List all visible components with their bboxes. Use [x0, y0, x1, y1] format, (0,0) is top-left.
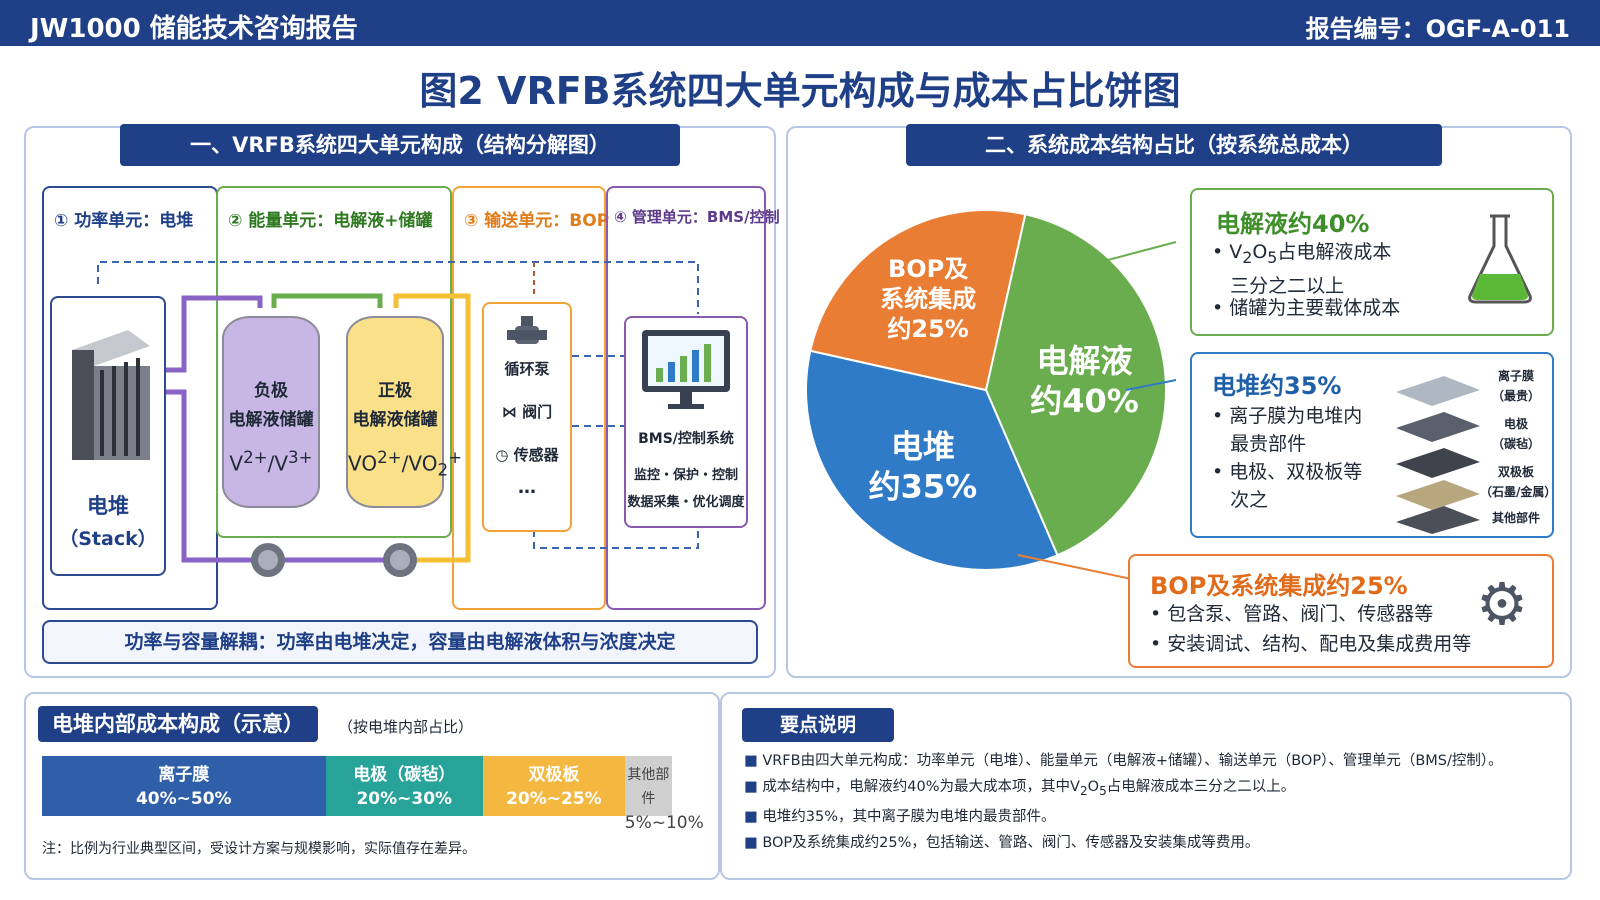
stack-cost-subtitle: （按电堆内部占比） — [338, 718, 474, 736]
layer-label-bipolar: 双极板（石墨/金属） — [1480, 465, 1557, 499]
bop-unit-frame: ③ 输送单元：BOP — [452, 186, 610, 610]
layer-label-other: 其他部件 — [1491, 511, 1540, 525]
bms-box: BMS/控制系统 监控・保护・控制 数据采集・优化调度 — [624, 316, 748, 528]
key-points-list: VRFB由四大单元构成：功率单元（电堆）、能量单元（电解液+储罐）、输送单元（B… — [744, 748, 1503, 856]
bop-unit-label: ③ 输送单元：BOP — [464, 211, 610, 231]
key-point-1: VRFB由四大单元构成：功率单元（电堆）、能量单元（电解液+储罐）、输送单元（B… — [744, 748, 1502, 774]
valve-icon: ⋈ — [501, 403, 517, 421]
bms-function-1: 监控・保护・控制 — [633, 468, 738, 483]
pie-slice-0 — [984, 213, 1167, 557]
electrolyte-callout: 电解液约40% • V2O5占电解液成本 三分之二以上 • 储罐为主要载体成本 — [1190, 188, 1554, 336]
stack-cost-segment-range: 5%~10% — [624, 813, 704, 833]
management-unit-label: ④ 管理单元：BMS/控制 — [614, 208, 780, 226]
energy-link-pipe — [271, 293, 383, 308]
negative-tank-ions: V2+/V3+ — [229, 448, 313, 476]
cost-panel-title: 二、系统成本结构占比（按系统总成本） — [906, 124, 1442, 166]
stack-cost-segment-label: 离子膜 — [158, 765, 210, 785]
valve-label: 阀门 — [522, 403, 553, 421]
bms-function-2: 数据采集・优化调度 — [627, 495, 745, 510]
bop-bullet-2: • 安装调试、结构、配电及集成费用等 — [1150, 633, 1472, 655]
stack-bullet-1: • 离子膜为电堆内 最贵部件 — [1212, 405, 1363, 455]
positive-loop-pipe — [393, 293, 471, 563]
pie-slice-2 — [809, 209, 1027, 392]
energy-unit-label: ② 能量单元：电解液+储罐 — [228, 211, 433, 231]
layer-labels: 离子膜（最贵） 电极（碳毡） 双极板（石墨/金属） 其他部件 — [1480, 366, 1557, 528]
stack-box: 电堆 （Stack） — [50, 296, 166, 576]
stack-label: 电堆 — [87, 494, 129, 518]
power-unit-label: ① 功率单元：电堆 — [54, 211, 194, 231]
stack-layers-icon — [1396, 376, 1480, 534]
circulation-pump-icon — [507, 316, 547, 344]
key-point-4: BOP及系统集成约25%，包括输送、管路、阀门、传感器及安装集成等费用。 — [744, 830, 1503, 856]
stack-sublabel: （Stack） — [59, 528, 157, 550]
control-signal-line-bottom — [533, 520, 699, 549]
flask-icon — [1468, 214, 1532, 304]
sensor-icon: ◷ — [495, 446, 509, 464]
pie-label-0: 电解液约40% — [1030, 342, 1139, 420]
stack-cost-bar: 离子膜 40%~50% 电极（碳毡） 20%~30% 双极板 20%~25% 其他部件 5%~… — [42, 756, 704, 833]
stack-cost-note: 注：比例为行业典型区间，受设计方案与规模影响，实际值存在差异。 — [42, 841, 476, 857]
positive-tank: 正极 电解液储罐 VO2+/VO2+ — [346, 316, 463, 508]
stack-cost-segment-range: 40%~50% — [135, 789, 232, 809]
pie-slice-1 — [805, 349, 1059, 571]
bop-bullet-1: • 包含泵、管路、阀门、传感器等 — [1150, 603, 1434, 625]
negative-tank: 负极 电解液储罐 V2+/V3+ — [222, 316, 320, 508]
positive-tank-label: 正极 — [378, 381, 412, 401]
gear-icon: ⚙ — [1476, 570, 1528, 638]
control-signal-line-top — [97, 261, 699, 314]
energy-unit-frame: ② 能量单元：电解液+储罐 — [216, 186, 452, 538]
pie-leader-line-0 — [1050, 241, 1177, 276]
negative-tank-sublabel: 电解液储罐 — [228, 410, 314, 430]
monitor-chart-icon — [642, 330, 730, 409]
pie-label-2: BOP及系统集成约25% — [880, 255, 976, 343]
stack-callout-title: 电堆约35% — [1212, 372, 1342, 400]
stack-cost-segment-label: 电极（碳毡） — [353, 765, 456, 785]
layer-label-electrode: 电极（碳毡） — [1491, 417, 1540, 451]
decoupling-note: 功率与容量解耦：功率由电堆决定，容量由电解液体积与浓度决定 — [42, 620, 758, 664]
stack-cost-segment-range: 20%~25% — [506, 789, 602, 809]
bop-more: … — [518, 477, 536, 498]
figure-title: 图2 VRFB系统四大单元构成与成本占比饼图 — [419, 69, 1181, 113]
stack-cost-segment-label: 双极板 — [528, 765, 580, 785]
bop-callout: BOP及系统集成约25% • 包含泵、管路、阀门、传感器等 • 安装调试、结构、… — [1128, 554, 1554, 668]
stack-cost-segment-0: 离子膜 40%~50% — [42, 756, 326, 816]
layer-label-membrane: 离子膜（最贵） — [1491, 369, 1540, 403]
stack-cost-segment-range: 20%~30% — [356, 789, 453, 809]
cost-pie-chart: 电解液约40% 电堆约35% BOP及系统集成约25% — [805, 209, 1177, 589]
sensor-label: 传感器 — [513, 446, 559, 464]
electrolyte-bullet-2: • 储罐为主要载体成本 — [1212, 297, 1401, 319]
flow-lines — [97, 261, 699, 577]
stack-cost-title: 电堆内部成本构成（示意） — [38, 706, 318, 742]
negative-tank-label: 负极 — [254, 381, 288, 401]
electrolyte-bullet-1: • V2O5占电解液成本 三分之二以上 — [1212, 241, 1392, 297]
bms-title: BMS/控制系统 — [638, 431, 734, 447]
key-point-2: 成本结构中，电解液约40%为最大成本项，其中V2O5占电解液成本三分之二以上。 — [744, 774, 1503, 804]
stack-cost-segment-label: 其他部件 — [627, 767, 670, 807]
positive-tank-ions: VO2+/VO2+ — [348, 448, 463, 480]
stack-cost-segment-1: 电极（碳毡） 20%~30% — [325, 756, 483, 816]
pie-label-1: 电堆约35% — [869, 427, 978, 505]
pie-leader-line-1 — [1125, 379, 1177, 391]
pump-label: 循环泵 — [504, 360, 550, 378]
bop-callout-title: BOP及系统集成约25% — [1150, 572, 1408, 600]
management-unit-frame: ④ 管理单元：BMS/控制 — [606, 186, 780, 610]
key-points-title: 要点说明 — [742, 708, 894, 742]
stack-icon — [72, 330, 150, 460]
negative-return-pipe — [154, 389, 260, 563]
stack-callout: 电堆约35% • 离子膜为电堆内 最贵部件 • 电极、双极板等 次之 离子膜（最… — [1190, 352, 1557, 538]
positive-tank-sublabel: 电解液储罐 — [352, 410, 438, 430]
report-number: 报告编号：OGF-A-011 — [1305, 15, 1570, 43]
bop-box: 循环泵 ⋈ 阀门 ◷ 传感器 … — [482, 302, 572, 532]
electrolyte-callout-title: 电解液约40% — [1216, 210, 1370, 238]
report-header-bar: JW1000 储能技术咨询报告 报告编号：OGF-A-011 — [0, 0, 1600, 46]
negative-feed-pipe — [154, 295, 263, 373]
report-title: JW1000 储能技术咨询报告 — [30, 14, 358, 44]
stack-cost-segment-3: 其他部件 5%~10% — [624, 756, 704, 833]
structure-panel-title: 一、VRFB系统四大单元构成（结构分解图） — [120, 124, 680, 166]
stack-cost-segment-2: 双极板 20%~25% — [483, 756, 625, 816]
key-point-3: 电堆约35%，其中离子膜为电堆内最贵部件。 — [744, 804, 1503, 830]
stack-bullet-2: • 电极、双极板等 次之 — [1212, 461, 1363, 511]
